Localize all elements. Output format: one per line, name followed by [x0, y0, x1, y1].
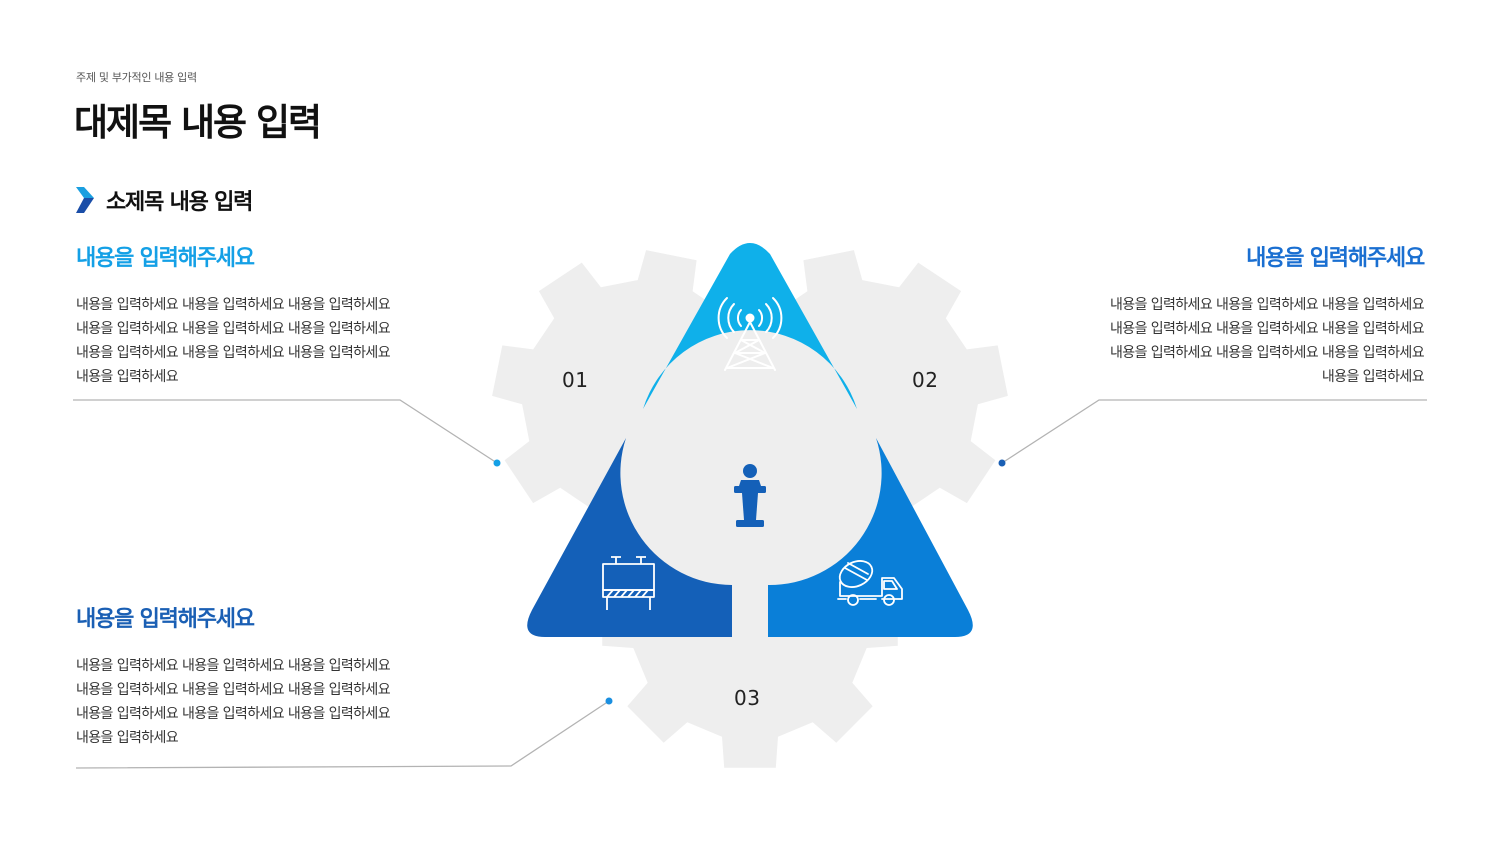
text-block-02-heading: 내용을 입력해주세요 — [1246, 246, 1425, 271]
text-block-01-heading: 내용을 입력해주세요 — [76, 246, 255, 271]
page-subtitle: 주제 및 부가적인 내용 입력 — [76, 71, 197, 84]
text-block-01: 내용을 입력해주세요 내용을 입력하세요 내용을 입력하세요 내용을 입력하세요… — [76, 240, 436, 389]
connector-line-01 — [73, 399, 498, 464]
gear-left — [492, 250, 792, 550]
body-line: 내용을 입력하세요 내용을 입력하세요 내용을 입력하세요 — [76, 706, 391, 722]
step-number-01: 01 — [562, 368, 589, 392]
step-number-03: 03 — [734, 686, 761, 710]
body-line: 내용을 입력하세요 내용을 입력하세요 내용을 입력하세요 — [76, 658, 391, 674]
step-number-02: 02 — [912, 368, 939, 392]
billboard-icon — [602, 556, 655, 610]
segment-02-right — [768, 438, 973, 637]
gear-bottom — [602, 472, 898, 768]
connector-dot-03 — [605, 697, 613, 705]
section-label: 소제목 내용 입력 — [106, 190, 253, 215]
gear-right — [708, 250, 1008, 550]
connector-dot-01 — [493, 459, 501, 467]
body-line: 내용을 입력하세요 내용을 입력하세요 내용을 입력하세요 — [76, 321, 391, 337]
body-line: 내용을 입력하세요 내용을 입력하세요 내용을 입력하세요 — [76, 297, 391, 313]
body-line: 내용을 입력하세요 — [76, 730, 179, 746]
body-line: 내용을 입력하세요 — [1321, 369, 1425, 385]
body-line: 내용을 입력하세요 내용을 입력하세요 내용을 입력하세요 — [76, 682, 391, 698]
radio-tower-icon — [717, 297, 783, 371]
page-title: 대제목 내용 입력 — [74, 101, 322, 144]
body-line: 내용을 입력하세요 내용을 입력하세요 내용을 입력하세요 — [76, 345, 391, 361]
text-block-03-heading: 내용을 입력해주세요 — [76, 607, 255, 632]
body-line: 내용을 입력하세요 내용을 입력하세요 내용을 입력하세요 — [1110, 321, 1425, 337]
connector-line-02 — [1001, 399, 1427, 464]
center-gear — [671, 417, 829, 575]
connector-dot-02 — [998, 459, 1006, 467]
text-block-02: 내용을 입력해주세요 내용을 입력하세요 내용을 입력하세요 내용을 입력하세요… — [1064, 240, 1425, 389]
connector-dots — [493, 459, 1006, 705]
body-line: 내용을 입력하세요 내용을 입력하세요 내용을 입력하세요 — [1110, 345, 1425, 361]
section-heading: 소제목 내용 입력 — [76, 184, 253, 216]
segment-03-left — [527, 438, 732, 637]
text-block-03: 내용을 입력해주세요 내용을 입력하세요 내용을 입력하세요 내용을 입력하세요… — [76, 601, 436, 750]
podium-speaker-icon — [734, 464, 766, 527]
body-line: 내용을 입력하세요 — [76, 369, 179, 385]
chevron-right-icon — [76, 187, 94, 213]
concrete-mixer-truck-icon — [837, 560, 903, 606]
body-line: 내용을 입력하세요 내용을 입력하세요 내용을 입력하세요 — [1110, 297, 1425, 313]
segment-01-top — [643, 243, 857, 409]
